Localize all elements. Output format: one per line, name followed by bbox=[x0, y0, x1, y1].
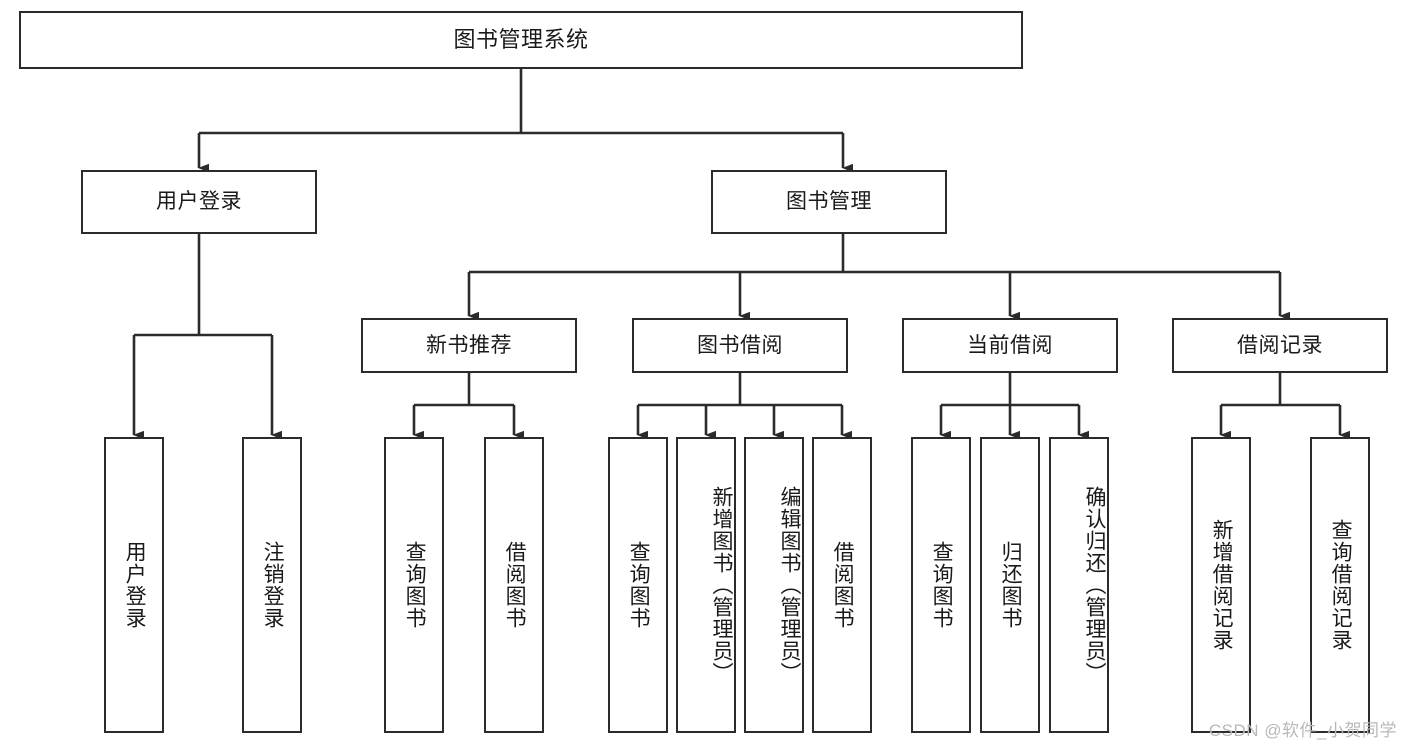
leaf-logout[interactable]: 注销登录 bbox=[242, 437, 302, 733]
node-label: 新增图书（管理员） bbox=[710, 486, 733, 684]
node-new-book-recommendation[interactable]: 新书推荐 bbox=[361, 318, 577, 373]
node-label: 注销登录 bbox=[261, 541, 285, 629]
leaf-return-book[interactable]: 归还图书 bbox=[980, 437, 1040, 733]
leaf-query-book-current[interactable]: 查询图书 bbox=[911, 437, 971, 733]
leaf-query-book-borrow[interactable]: 查询图书 bbox=[608, 437, 668, 733]
node-root-system[interactable]: 图书管理系统 bbox=[19, 11, 1023, 69]
node-label: 当前借阅 bbox=[967, 333, 1053, 357]
node-user-login[interactable]: 用户登录 bbox=[81, 170, 317, 234]
node-label: 借阅图书 bbox=[503, 541, 527, 629]
leaf-borrow-book-borrow[interactable]: 借阅图书 bbox=[812, 437, 872, 733]
node-label: 编辑图书（管理员） bbox=[778, 486, 801, 684]
node-label: 图书管理 bbox=[786, 190, 872, 214]
node-label: 归还图书 bbox=[999, 541, 1023, 629]
node-current-borrowing[interactable]: 当前借阅 bbox=[902, 318, 1118, 373]
node-book-management[interactable]: 图书管理 bbox=[711, 170, 947, 234]
leaf-edit-book-admin[interactable]: 编辑图书（管理员） bbox=[744, 437, 804, 733]
leaf-query-book-new[interactable]: 查询图书 bbox=[384, 437, 444, 733]
leaf-add-book-admin[interactable]: 新增图书（管理员） bbox=[676, 437, 736, 733]
node-label: 用户登录 bbox=[123, 541, 147, 629]
node-label: 用户登录 bbox=[156, 190, 242, 214]
leaf-add-borrow-record[interactable]: 新增借阅记录 bbox=[1191, 437, 1251, 733]
leaf-user-login[interactable]: 用户登录 bbox=[104, 437, 164, 733]
leaf-confirm-return-admin[interactable]: 确认归还（管理员） bbox=[1049, 437, 1109, 733]
node-label: 查询图书 bbox=[403, 541, 427, 629]
node-label: 借阅图书 bbox=[831, 541, 855, 629]
node-label: 查询借阅记录 bbox=[1329, 519, 1353, 651]
node-label: 查询图书 bbox=[627, 541, 651, 629]
csdn-watermark: CSDN @软件_小贺同学 bbox=[1208, 721, 1397, 740]
leaf-query-borrow-record[interactable]: 查询借阅记录 bbox=[1310, 437, 1370, 733]
node-label: 图书管理系统 bbox=[453, 26, 589, 52]
node-label: 新书推荐 bbox=[426, 333, 512, 357]
node-label: 借阅记录 bbox=[1237, 333, 1323, 357]
node-label: 查询图书 bbox=[930, 541, 954, 629]
node-label: 确认归还（管理员） bbox=[1083, 486, 1106, 684]
node-label: 新增借阅记录 bbox=[1210, 519, 1234, 651]
leaf-borrow-book-new[interactable]: 借阅图书 bbox=[484, 437, 544, 733]
node-label: 图书借阅 bbox=[697, 333, 783, 357]
node-borrow-records[interactable]: 借阅记录 bbox=[1172, 318, 1388, 373]
node-book-borrowing[interactable]: 图书借阅 bbox=[632, 318, 848, 373]
